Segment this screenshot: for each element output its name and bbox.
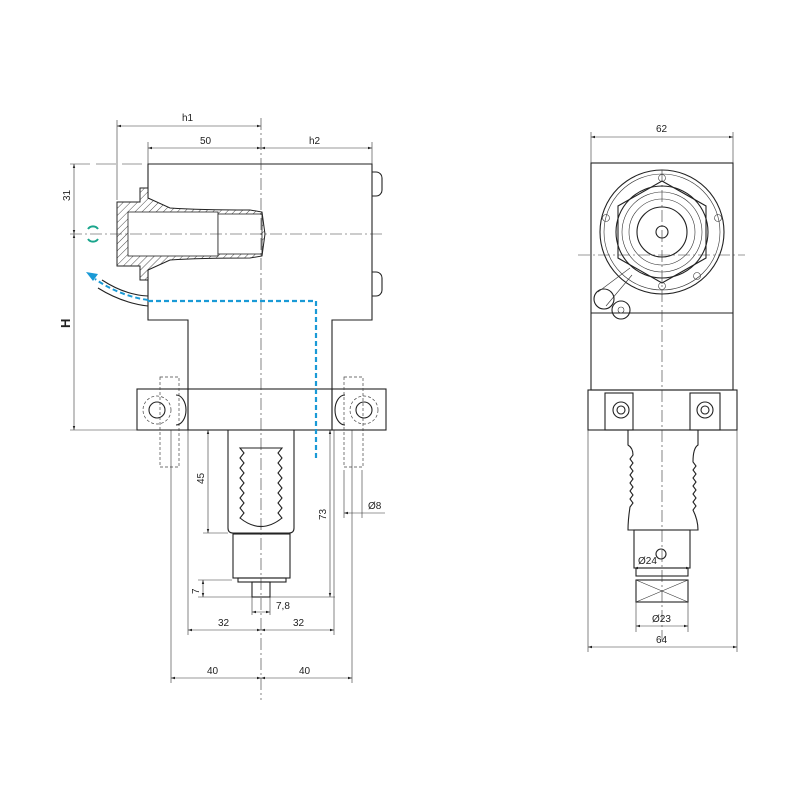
- dim-73: 73: [318, 508, 329, 520]
- dim-40-right: 40: [299, 666, 311, 677]
- front-clamp: [587, 389, 738, 431]
- side-view: h1 50 h2 31 H 45 73 Ø8 7 7,8 32 32 40 40: [58, 113, 387, 700]
- coolant-arrow-icon: [86, 272, 98, 281]
- dim-H: H: [58, 319, 73, 328]
- coolant-path: [148, 299, 318, 458]
- clamp-right: [331, 376, 387, 468]
- clamp-left: [136, 376, 189, 468]
- front-dimension-lines: [587, 132, 738, 652]
- front-shank: [627, 430, 699, 603]
- coolant-nozzle: [94, 278, 149, 301]
- plug-top: [372, 171, 383, 197]
- dim-50: 50: [200, 136, 212, 147]
- dimension-lines: [70, 120, 385, 683]
- dim-32-right: 32: [293, 618, 305, 629]
- dim-diameter-8: Ø8: [368, 501, 382, 512]
- dim-64: 64: [656, 635, 668, 646]
- coolant-hose: [97, 279, 149, 307]
- dim-diameter-24: Ø24: [638, 556, 657, 567]
- dim-32-left: 32: [218, 618, 230, 629]
- dim-7: 7: [191, 588, 202, 594]
- dim-45: 45: [196, 472, 207, 484]
- rotation-icon: [87, 225, 99, 243]
- dim-40-left: 40: [207, 666, 219, 677]
- plug-bottom: [372, 271, 383, 297]
- dim-h2: h2: [309, 136, 321, 147]
- front-view: 62 Ø24 Ø23 64: [578, 124, 745, 652]
- dim-diameter-23: Ø23: [652, 614, 671, 625]
- flange: [187, 388, 333, 431]
- tool-body: [147, 163, 373, 390]
- dim-7-8: 7,8: [276, 601, 290, 612]
- dim-31: 31: [62, 189, 73, 201]
- coolant-valve: [593, 267, 633, 320]
- dim-62: 62: [656, 124, 668, 135]
- dim-h1: h1: [182, 113, 194, 124]
